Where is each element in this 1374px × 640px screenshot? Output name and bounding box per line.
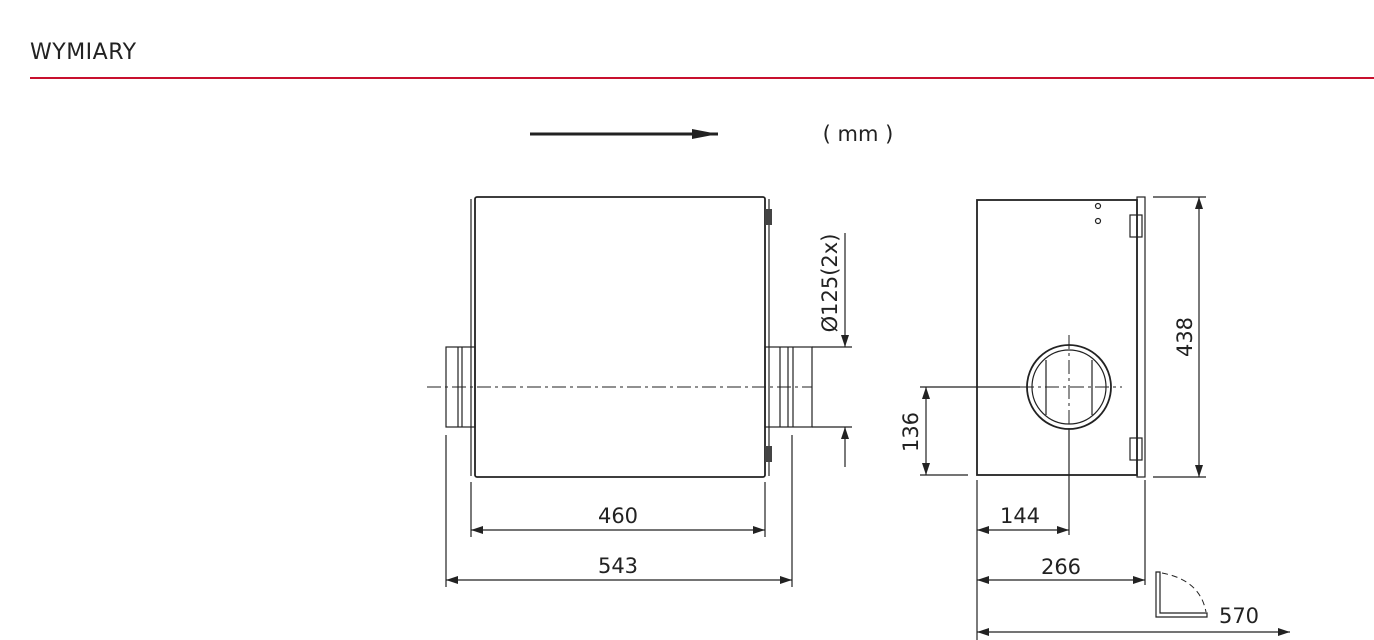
diameter-dimension	[812, 233, 852, 467]
total-length-label: 543	[598, 554, 638, 578]
title-underline	[30, 77, 1374, 79]
depth-with-door-label: 570	[1219, 604, 1259, 628]
axis-height-dimension	[920, 387, 968, 476]
body-length-label: 460	[598, 504, 638, 528]
height-label: 438	[1173, 317, 1197, 357]
units-label: ( mm )	[823, 122, 894, 146]
front-view	[920, 196, 1146, 478]
axis-offset-label: 144	[1000, 504, 1040, 528]
height-dimension	[1153, 196, 1206, 478]
depth-label: 266	[1041, 555, 1081, 579]
depth-dimensions	[976, 430, 1290, 640]
door-swing-icon	[1155, 571, 1208, 618]
length-dimensions	[445, 435, 793, 587]
diameter-label: Ø125(2x)	[818, 234, 842, 333]
axis-height-label: 136	[899, 412, 923, 452]
side-view	[427, 196, 813, 478]
section-title: WYMIARY	[30, 40, 137, 65]
